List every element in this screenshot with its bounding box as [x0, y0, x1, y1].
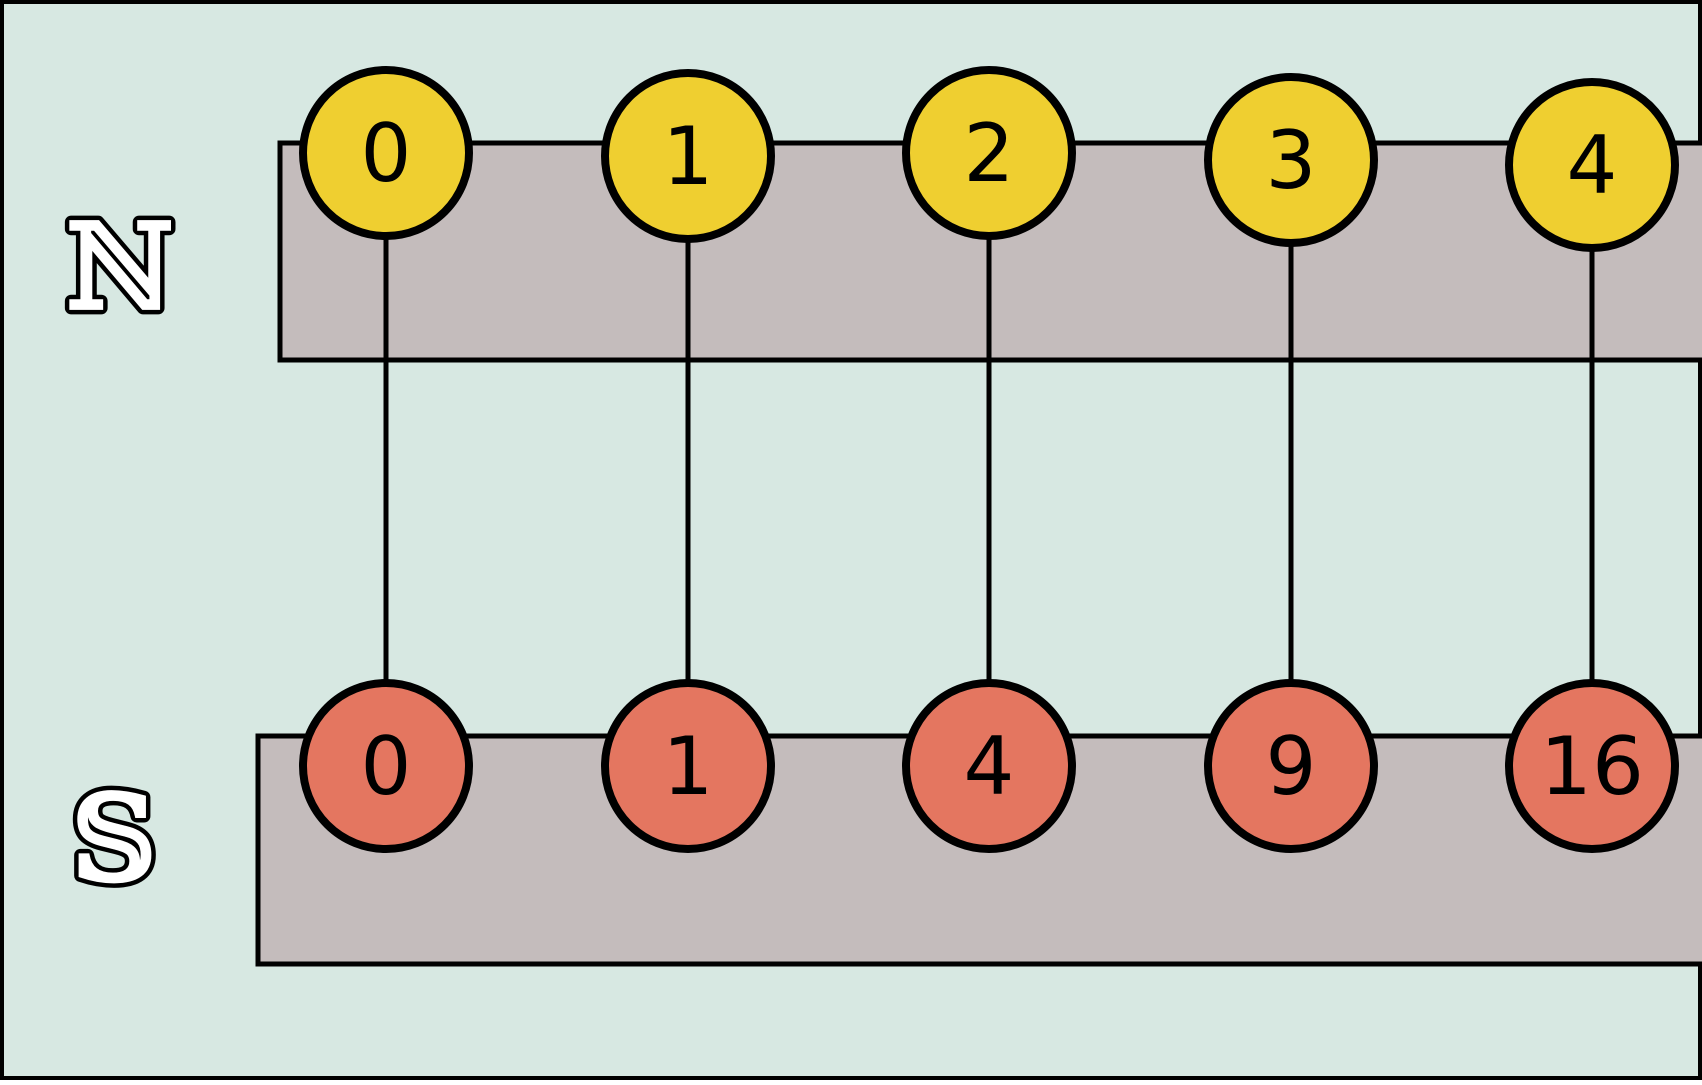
codomain-node-3[interactable]: 9	[1204, 679, 1378, 853]
codomain-node-4[interactable]: 16	[1505, 679, 1679, 853]
domain-node-2[interactable]: 2	[902, 66, 1076, 240]
domain-node-0[interactable]: 0	[299, 66, 473, 240]
codomain-node-label: 16	[1540, 720, 1644, 813]
domain-node-label: 0	[361, 107, 412, 200]
codomain-node-label: 9	[1266, 720, 1317, 813]
domain-nodes: 0 1 2 3 4	[299, 66, 1679, 252]
mapping-edges	[383, 153, 1595, 766]
domain-label: ℕ	[66, 197, 174, 336]
codomain-node-0[interactable]: 0	[299, 679, 473, 853]
codomain-node-2[interactable]: 4	[902, 679, 1076, 853]
codomain-label: 𝕊	[71, 769, 156, 908]
codomain-node-label: 4	[964, 720, 1015, 813]
domain-node-3[interactable]: 3	[1204, 73, 1378, 247]
domain-node-4[interactable]: 4	[1505, 78, 1679, 252]
domain-node-label: 3	[1266, 114, 1317, 207]
codomain-node-label: 0	[361, 720, 412, 813]
domain-node-label: 1	[663, 110, 714, 203]
domain-node-label: 2	[964, 107, 1015, 200]
codomain-node-1[interactable]: 1	[601, 679, 775, 853]
codomain-node-label: 1	[663, 720, 714, 813]
domain-node-label: 4	[1567, 119, 1618, 212]
codomain-nodes: 0 1 4 9 16	[299, 679, 1679, 853]
domain-node-1[interactable]: 1	[601, 69, 775, 243]
